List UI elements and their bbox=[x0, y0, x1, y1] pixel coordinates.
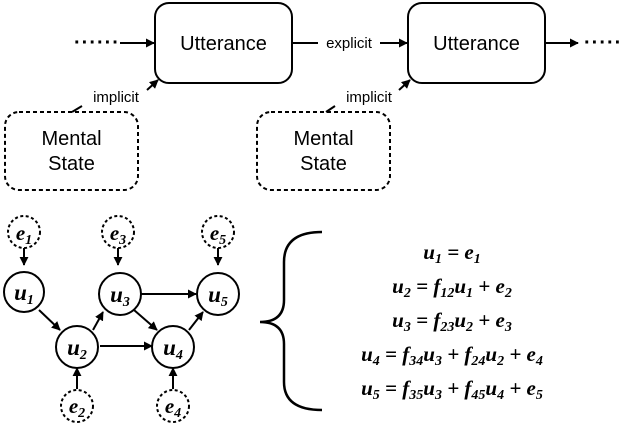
node-e4 bbox=[156, 389, 190, 423]
curly-brace bbox=[259, 230, 323, 412]
node-u3 bbox=[98, 272, 142, 316]
explicit-label: explicit bbox=[326, 35, 373, 52]
implicit-label-2: implicit bbox=[346, 89, 393, 106]
mental-state-box-1 bbox=[4, 111, 139, 191]
utterance-label-2: Utterance bbox=[433, 33, 520, 55]
node-u2 bbox=[55, 325, 99, 369]
implicit-line-1a bbox=[71, 105, 83, 113]
node-u2-label: u2 bbox=[67, 335, 87, 363]
edge-u4-u5 bbox=[188, 311, 204, 331]
node-e2 bbox=[60, 389, 94, 423]
equation-5: u5 = f35u3 + f45u4 + e5 bbox=[361, 376, 543, 403]
edge-u3-u4 bbox=[133, 309, 158, 331]
node-e3-label: e3 bbox=[110, 221, 126, 248]
edge-u2-u3 bbox=[92, 311, 104, 331]
mental-state-1-line2: State bbox=[48, 153, 95, 175]
equation-3: u3 = f23u2 + e3 bbox=[392, 308, 512, 335]
node-u5 bbox=[196, 272, 240, 316]
implicit-arrow-1 bbox=[146, 79, 159, 91]
implicit-label-1: implicit bbox=[93, 89, 140, 106]
edge-u1-u2 bbox=[38, 309, 61, 331]
node-u5-label: u5 bbox=[208, 282, 228, 310]
node-e5-label: e5 bbox=[210, 221, 226, 248]
utterance-label-1: Utterance bbox=[180, 33, 267, 55]
node-u4-label: u4 bbox=[163, 335, 183, 363]
node-e1 bbox=[7, 215, 41, 249]
node-u3-label: u3 bbox=[110, 282, 130, 310]
ellipsis-right: ······ bbox=[584, 32, 622, 54]
node-e4-label: e4 bbox=[165, 394, 181, 421]
equation-1: u1 = e1 bbox=[423, 240, 480, 267]
ellipsis-left: ······ bbox=[74, 32, 120, 54]
node-u1-label: u1 bbox=[14, 280, 34, 308]
node-u1 bbox=[3, 271, 45, 313]
mental-state-box-2 bbox=[256, 111, 391, 191]
mental-state-2-line1: Mental bbox=[293, 128, 353, 150]
equation-4: u4 = f34u3 + f24u2 + e4 bbox=[361, 342, 543, 369]
node-e3 bbox=[101, 215, 135, 249]
implicit-line-2a bbox=[325, 105, 336, 113]
mental-state-2-line2: State bbox=[300, 153, 347, 175]
node-e2-label: e2 bbox=[69, 394, 85, 421]
mental-state-1-line1: Mental bbox=[41, 128, 101, 150]
implicit-arrow-2 bbox=[398, 79, 411, 91]
node-e1-label: e1 bbox=[16, 221, 32, 248]
node-e5 bbox=[201, 215, 235, 249]
equation-2: u2 = f12u1 + e2 bbox=[392, 274, 512, 301]
node-u4 bbox=[151, 325, 195, 369]
